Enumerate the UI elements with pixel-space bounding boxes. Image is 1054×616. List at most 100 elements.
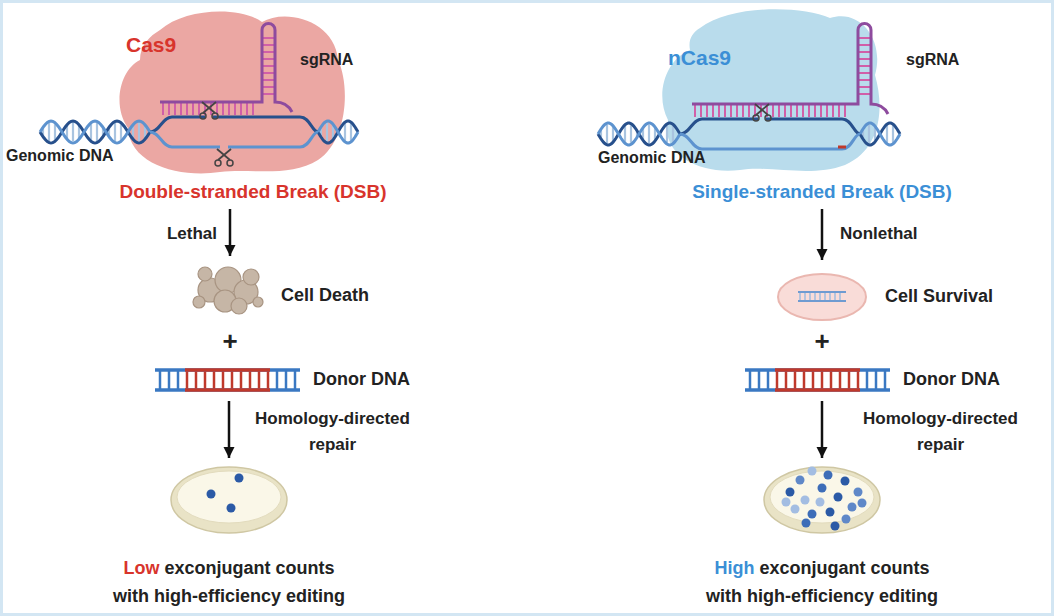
guide-base-pair	[766, 104, 768, 117]
base-pair	[884, 370, 887, 390]
dna-strand	[798, 291, 846, 293]
guide-base-pair	[712, 104, 714, 117]
dna-strand	[150, 117, 205, 132]
diagram-node: Donor DNA	[150, 360, 415, 400]
hairpin-base-pair	[858, 93, 871, 95]
base-pair	[812, 370, 815, 390]
base-pair	[648, 125, 650, 144]
dna-strand	[155, 368, 300, 372]
dna-strand	[766, 119, 860, 134]
edit-mark	[838, 146, 846, 149]
hairpin-base-pair	[858, 79, 871, 81]
guide-base-pair	[808, 104, 810, 117]
guide-base-pair	[222, 102, 224, 115]
colony-dot	[786, 488, 795, 497]
colony-dot	[854, 488, 863, 497]
hairpin-base-pair	[858, 51, 871, 53]
base-pair	[195, 370, 198, 390]
base-pair	[672, 126, 674, 142]
node-label: Cell Survival	[885, 286, 993, 308]
part-label: sgRNA	[906, 50, 959, 69]
node-label: Donor DNA	[903, 369, 1000, 391]
guide-base-pair	[168, 102, 170, 115]
guide-base-pair	[228, 102, 230, 115]
node-caption: Single-stranded Break (DSB)	[662, 181, 982, 204]
base-pair	[809, 292, 811, 301]
base-pair	[875, 370, 878, 390]
base-pair	[794, 370, 797, 390]
homology-insert	[185, 388, 270, 392]
base-pair	[819, 292, 821, 301]
hairpin-base-pair	[262, 65, 275, 67]
guide-base-pair	[216, 102, 218, 115]
guide-base-pair	[706, 104, 708, 117]
hairpin-base-pair	[858, 44, 871, 46]
colony-dot	[207, 490, 216, 499]
base-pair	[630, 125, 632, 143]
flow-arrow	[229, 209, 232, 256]
base-pair	[240, 370, 243, 390]
base-pair	[612, 127, 614, 141]
hairpin-base-pair	[262, 44, 275, 46]
guide-base-pair	[784, 104, 786, 117]
diagram-node: Cell Survival	[770, 262, 1005, 324]
colony-dot	[235, 474, 244, 483]
base-pair	[804, 292, 806, 301]
guide-base-pair	[694, 104, 696, 117]
guide-base-pair	[778, 104, 780, 117]
base-pair	[285, 370, 288, 390]
base-pair	[767, 370, 770, 390]
base-pair	[102, 128, 104, 136]
base-pair	[186, 370, 189, 390]
base-pair	[803, 370, 806, 390]
guide-base-pair	[844, 104, 846, 117]
node-label: nCas9	[668, 45, 731, 70]
base-pair	[830, 370, 833, 390]
base-pair	[834, 292, 836, 301]
colony-dot	[834, 493, 843, 502]
colony-dot	[816, 498, 825, 507]
base-pair	[821, 370, 824, 390]
guide-base-pair	[826, 104, 828, 117]
dna-strand	[598, 123, 680, 145]
edge-label: Lethal	[140, 221, 217, 247]
colony-dot	[802, 519, 811, 528]
dna-strand	[318, 121, 358, 143]
homology-insert	[185, 368, 270, 372]
node-label: Cas9	[126, 32, 176, 57]
plus-sign: +	[807, 326, 837, 357]
dna-strand	[155, 388, 300, 392]
sgrna-strand	[692, 24, 888, 115]
colony-dot	[227, 504, 236, 513]
colony-dot	[801, 496, 810, 505]
base-pair	[785, 370, 788, 390]
dna-strand	[228, 132, 318, 147]
guide-base-pair	[754, 104, 756, 117]
scissors-icon	[217, 149, 231, 160]
guide-base-pair	[240, 102, 242, 115]
guide-base-pair	[204, 102, 206, 115]
base-pair	[600, 130, 602, 138]
hairpin-base-pair	[262, 86, 275, 88]
guide-base-pair	[252, 102, 254, 115]
base-pair	[138, 123, 140, 142]
guide-base-pair	[832, 104, 834, 117]
colony-dot	[791, 505, 800, 514]
base-pair	[758, 370, 761, 390]
colony-dot	[808, 467, 817, 476]
base-pair	[48, 123, 50, 141]
flow-arrow	[228, 401, 231, 458]
guide-base-pair	[234, 102, 236, 115]
guide-base-pair	[162, 102, 164, 115]
base-pair	[666, 125, 668, 142]
hairpin-base-pair	[262, 72, 275, 74]
diagram-node: Highexconjugant counts with high-efficie…	[701, 460, 943, 610]
colony-dot	[796, 476, 805, 485]
agar-surface	[177, 471, 281, 523]
colony-dot	[808, 510, 817, 519]
hairpin-base-pair	[262, 79, 275, 81]
base-pair	[294, 370, 297, 390]
result-emphasis: High	[714, 558, 754, 578]
flow-arrow	[821, 401, 824, 458]
